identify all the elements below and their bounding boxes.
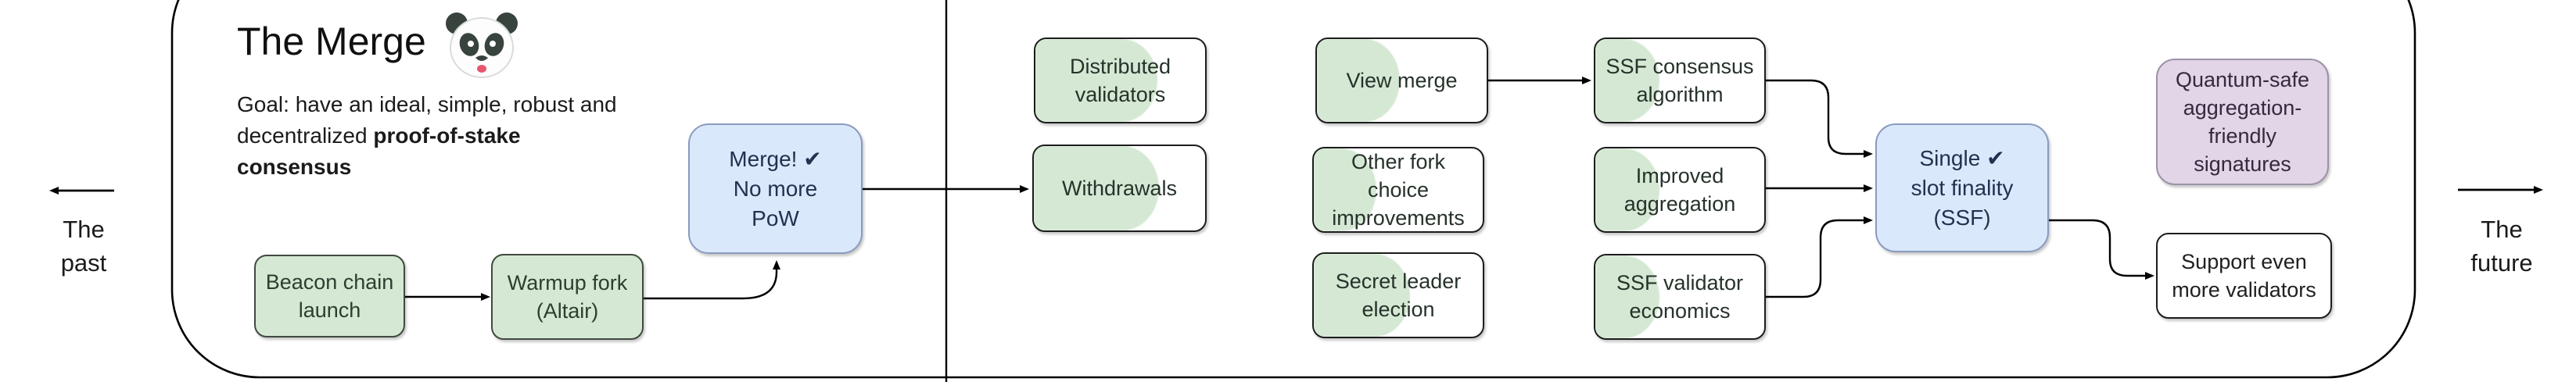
node-view-merge: View merge (1315, 37, 1488, 123)
timeline-label-past: The past (60, 216, 107, 277)
edge-warmup-to-merge (644, 260, 780, 300)
node-label: SSF validator economics (1616, 271, 1744, 323)
node-warmup-fork: Warmup fork (Altair) (491, 254, 644, 340)
edge-ssf-to-more-validators (2049, 219, 2154, 280)
node-label: Secret leader election (1335, 270, 1462, 321)
node-other-fork-choice: Other fork choice improvements (1312, 147, 1484, 233)
node-label: Beacon chain launch (265, 270, 394, 322)
node-label: Distributed validators (1069, 55, 1171, 106)
node-ssf-consensus-algorithm: SSF consensus algorithm (1594, 37, 1766, 123)
node-improved-aggregation: Improved aggregation (1594, 147, 1766, 233)
node-label: Support even more validators (2172, 250, 2316, 302)
node-label: Single ✔ slot finality (SSF) (1910, 145, 2014, 230)
goal-text-normal: Goal: have an ideal, simple, robust and … (237, 92, 617, 148)
node-merge-milestone: Merge! ✔ No more PoW (688, 123, 863, 254)
page-title: The Merge (237, 20, 426, 63)
progress-fill (1595, 39, 1660, 122)
node-beacon-chain-launch: Beacon chain launch (254, 255, 405, 337)
progress-fill (1314, 254, 1411, 337)
progress-fill (1034, 146, 1159, 230)
node-support-more-validators: Support even more validators (2156, 233, 2332, 319)
node-single-slot-finality: Single ✔ slot finality (SSF) (1875, 123, 2049, 252)
progress-fill (1595, 255, 1660, 338)
node-label: Withdrawals (1061, 177, 1178, 200)
progress-fill (1595, 148, 1660, 231)
node-withdrawals: Withdrawals (1032, 145, 1207, 232)
panda-emoji-icon (446, 12, 518, 78)
node-secret-leader-election: Secret leader election (1312, 252, 1484, 338)
timeline-label-future: The future (2470, 216, 2533, 277)
node-label: View merge (1346, 69, 1458, 92)
node-ssf-validator-economics: SSF validator economics (1594, 254, 1766, 340)
edge-ssf-consensus-to-ssf (1766, 79, 1873, 158)
node-label: Improved aggregation (1623, 164, 1736, 216)
edge-economics-to-ssf (1766, 216, 1873, 298)
node-label: Warmup fork (Altair) (507, 271, 628, 323)
progress-fill (1314, 148, 1376, 231)
progress-fill (1317, 39, 1401, 122)
node-label: Merge! ✔ No more PoW (729, 146, 822, 230)
node-distributed-validators: Distributed validators (1034, 37, 1207, 123)
goal-text-bold: proof-of-stake consensus (237, 123, 521, 179)
progress-fill (1035, 39, 1158, 122)
node-label: Quantum-safe aggregation- friendly signa… (2175, 68, 2310, 176)
node-label: Other fork choice improvements (1332, 150, 1465, 230)
goal-text: Goal: have an ideal, simple, robust and … (237, 89, 620, 183)
section-container-outline (170, 0, 2416, 379)
node-label: SSF consensus algorithm (1606, 55, 1754, 106)
node-quantum-safe-signatures: Quantum-safe aggregation- friendly signa… (2156, 59, 2329, 185)
